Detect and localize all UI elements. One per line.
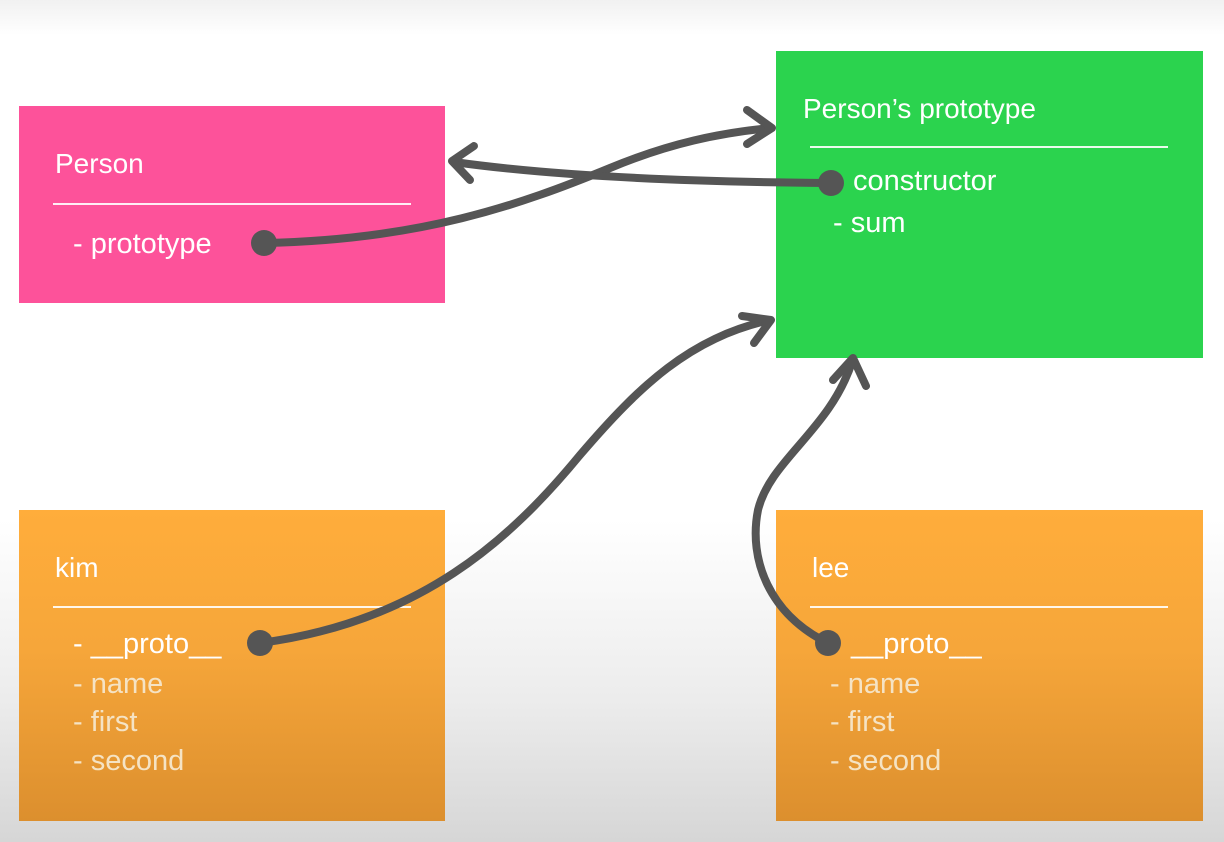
kim-item-first: - first <box>73 706 138 738</box>
lee-title: lee <box>812 552 850 583</box>
kim-title: kim <box>55 552 99 583</box>
person-divider <box>53 203 411 205</box>
prototype-link-arrowhead <box>743 106 776 148</box>
person-box: Person - prototype <box>19 106 445 303</box>
lee-box: lee __proto__ - name - first - second <box>776 510 1203 821</box>
lee-proto-link-arrowhead <box>829 354 870 390</box>
kim-item-second: - second <box>73 745 185 777</box>
person-prototype-title: Person’s prototype <box>803 93 1036 124</box>
lee-item-first: - first <box>830 706 895 738</box>
person-prototype-box: Person’s prototype constructor - sum <box>776 51 1203 358</box>
lee-item-proto: __proto__ <box>851 628 982 660</box>
person-prototype-divider <box>810 146 1168 148</box>
person-title: Person <box>55 148 144 179</box>
kim-item-proto: - __proto__ <box>73 628 222 660</box>
kim-proto-link-arrowhead <box>738 312 775 347</box>
kim-box: kim - __proto__ - name - first - second <box>19 510 445 821</box>
lee-item-name: - name <box>830 668 921 700</box>
prototype-item-constructor: constructor <box>853 165 997 197</box>
lee-divider <box>810 606 1168 608</box>
prototype-item-sum: - sum <box>833 207 906 239</box>
lee-item-second: - second <box>830 745 942 777</box>
kim-divider <box>53 606 411 608</box>
constructor-link-arrow <box>450 158 835 187</box>
kim-item-name: - name <box>73 668 164 700</box>
person-item-prototype: - prototype <box>73 228 212 260</box>
constructor-link-arrowhead <box>448 142 478 184</box>
